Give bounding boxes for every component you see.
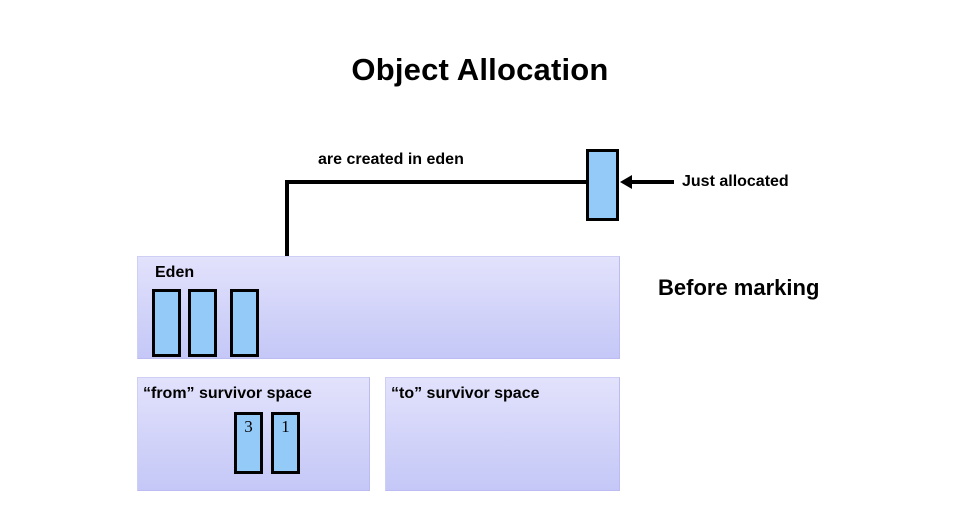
region-panel-to-survivor-space [385, 377, 620, 491]
region-panel-eden [137, 256, 620, 359]
just-allocated-arrowhead-icon [620, 175, 632, 189]
phase-label: Before marking [658, 275, 820, 300]
eden-object-block [230, 289, 259, 357]
just-allocated-connector-line [630, 180, 674, 184]
from-survivor-object-block: 3 [234, 412, 263, 474]
eden-object-block [188, 289, 217, 357]
created-in-eden-horizontal-line [285, 180, 587, 184]
from-survivor-object-id: 1 [281, 417, 290, 436]
region-label-from-survivor-space: “from” survivor space [143, 385, 312, 402]
annotation-created-in-eden: are created in eden [318, 151, 464, 168]
annotation-just-allocated: Just allocated [682, 173, 789, 190]
eden-object-block [152, 289, 181, 357]
region-label-eden: Eden [155, 264, 195, 281]
allocated-object-block [586, 149, 619, 221]
created-in-eden-vertical-line [285, 180, 289, 307]
from-survivor-object-block: 1 [271, 412, 300, 474]
page-title: Object Allocation [351, 52, 609, 87]
region-label-to-survivor-space: “to” survivor space [391, 385, 540, 402]
from-survivor-object-id: 3 [244, 417, 253, 436]
